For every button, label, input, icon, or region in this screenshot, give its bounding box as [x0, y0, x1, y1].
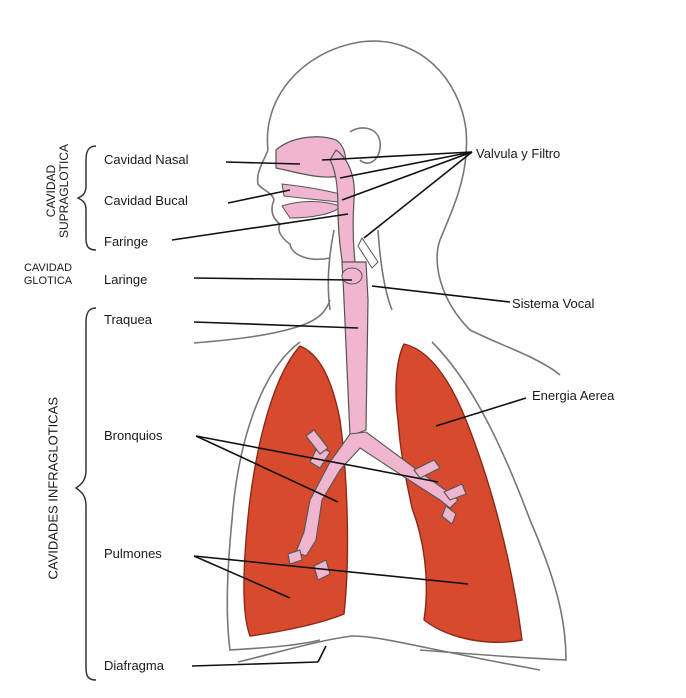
label-energia-aerea: Energia Aerea: [532, 388, 614, 403]
right-lung: [244, 346, 348, 636]
group-label-glotica-line1: CAVIDAD: [18, 262, 78, 275]
group-label-infragloticas: CAVIDADES INFRAGLOTICAS: [47, 410, 60, 580]
group-braces: [76, 146, 96, 680]
label-cavidad-bucal: Cavidad Bucal: [104, 193, 188, 208]
infragloticas-brace: [76, 308, 96, 680]
label-traquea: Traquea: [104, 312, 152, 327]
label-valvula-y-filtro: Valvula y Filtro: [476, 146, 560, 161]
group-label-supraglotica-line2: SUPRAGLOTICA: [58, 143, 71, 239]
label-bronquios: Bronquios: [104, 428, 163, 443]
label-faringe: Faringe: [104, 234, 148, 249]
group-label-glotica-line2: GLOTICA: [18, 275, 78, 288]
lungs: [244, 344, 522, 642]
group-label-supraglotica: CAVIDAD SUPRAGLOTICA: [45, 143, 71, 239]
label-cavidad-nasal: Cavidad Nasal: [104, 152, 189, 167]
label-diafragma: Diafragma: [104, 658, 164, 673]
label-sistema-vocal: Sistema Vocal: [512, 296, 594, 311]
label-laringe: Laringe: [104, 272, 147, 287]
head-outline: [194, 41, 560, 375]
trachea: [342, 262, 368, 436]
supraglotica-brace: [78, 146, 96, 250]
label-pulmones: Pulmones: [104, 546, 162, 561]
group-label-glotica: CAVIDAD GLOTICA: [18, 262, 78, 288]
